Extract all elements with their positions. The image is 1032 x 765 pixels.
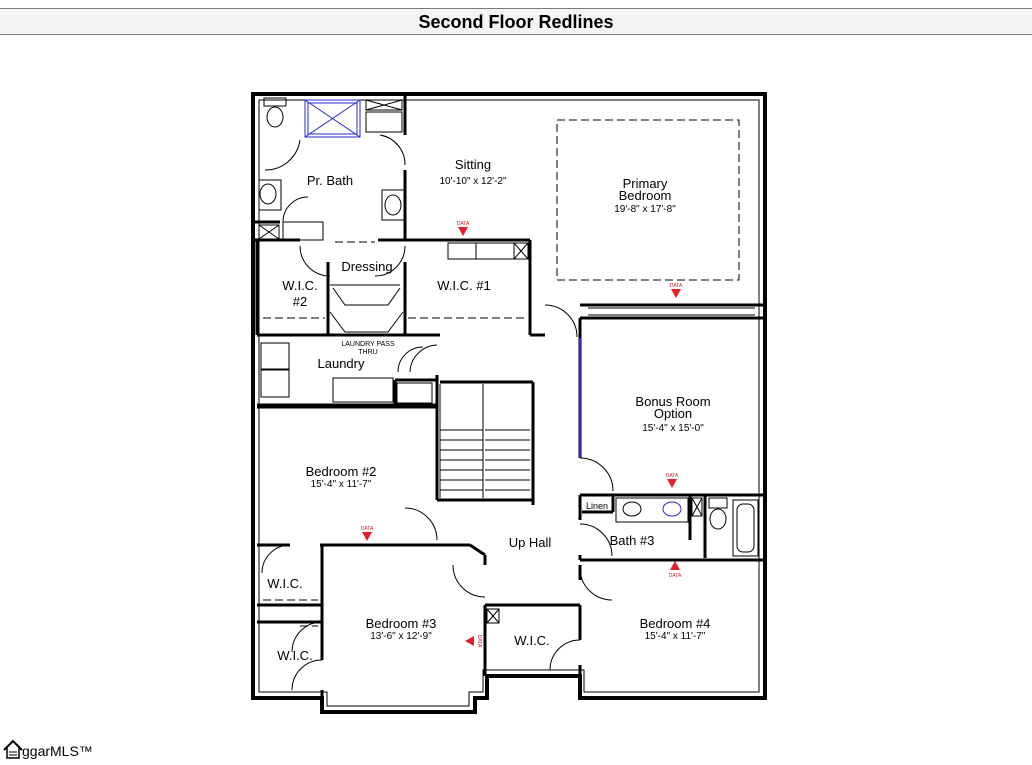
label-laundry-pass-1: LAUNDRY PASS	[341, 341, 395, 348]
svg-text:DATA: DATA	[476, 635, 482, 648]
mls-logo-text: ggarMLS™	[22, 743, 93, 759]
label-wic1: W.I.C. #1	[437, 278, 490, 293]
label-linen: Linen	[586, 501, 608, 511]
room-labels: Pr. Bath Sitting 10'-10" x 12'-2" Primar…	[267, 157, 710, 663]
label-bonus-1: Bonus Room	[635, 394, 710, 409]
label-bed3: Bedroom #3	[366, 616, 437, 631]
data-marker-bed2: DATA	[361, 526, 374, 541]
label-up-hall: Up Hall	[509, 535, 552, 550]
svg-text:DATA: DATA	[361, 526, 374, 532]
label-bath3: Bath #3	[610, 533, 655, 548]
svg-text:DATA: DATA	[457, 221, 470, 227]
page-title: Second Floor Redlines	[418, 12, 614, 32]
svg-text:DATA: DATA	[669, 573, 682, 579]
dim-bed3: 13'-6" x 12'-9"	[370, 631, 432, 642]
data-marker-bed3: DATA	[465, 635, 482, 648]
dim-bed4: 15'-4" x 11'-7"	[645, 631, 706, 642]
label-wic2-2: #2	[293, 294, 307, 309]
label-bed4: Bedroom #4	[640, 616, 711, 631]
label-wic-b: W.I.C.	[277, 648, 312, 663]
label-bed2: Bedroom #2	[306, 464, 377, 479]
label-wic-c: W.I.C.	[514, 633, 549, 648]
data-markers: DATA DATA DATA DATA DATA DATA	[361, 221, 683, 648]
title-bar: Second Floor Redlines	[0, 8, 1032, 35]
data-marker-bonus: DATA	[666, 473, 679, 488]
data-marker-bath3: DATA	[669, 561, 682, 579]
label-laundry-pass-2: THRU	[358, 349, 377, 356]
label-laundry: Laundry	[318, 356, 365, 371]
label-primary-1: Primary	[623, 176, 668, 191]
label-wic2-1: W.I.C.	[282, 278, 317, 293]
detail-lines	[258, 97, 759, 691]
svg-text:DATA: DATA	[666, 473, 679, 479]
dim-primary: 19'-8" x 17'-8"	[614, 204, 676, 215]
dim-bed2: 15'-4" x 11'-7"	[311, 479, 372, 490]
ceiling-outlines	[263, 119, 740, 627]
svg-text:DATA: DATA	[670, 283, 683, 289]
label-sitting: Sitting	[455, 157, 491, 172]
label-primary-2: Bedroom	[619, 188, 672, 203]
house-logo-icon	[3, 739, 23, 759]
label-dressing: Dressing	[341, 259, 392, 274]
label-wic-a: W.I.C.	[267, 576, 302, 591]
label-pr-bath: Pr. Bath	[307, 173, 353, 188]
data-marker-primary: DATA	[670, 283, 683, 298]
data-marker-sitting: DATA	[457, 221, 470, 236]
dim-sitting: 10'-10" x 12'-2"	[439, 176, 507, 187]
dim-bonus: 15'-4" x 15'-0"	[642, 423, 704, 434]
label-bonus-2: Option	[654, 406, 692, 421]
